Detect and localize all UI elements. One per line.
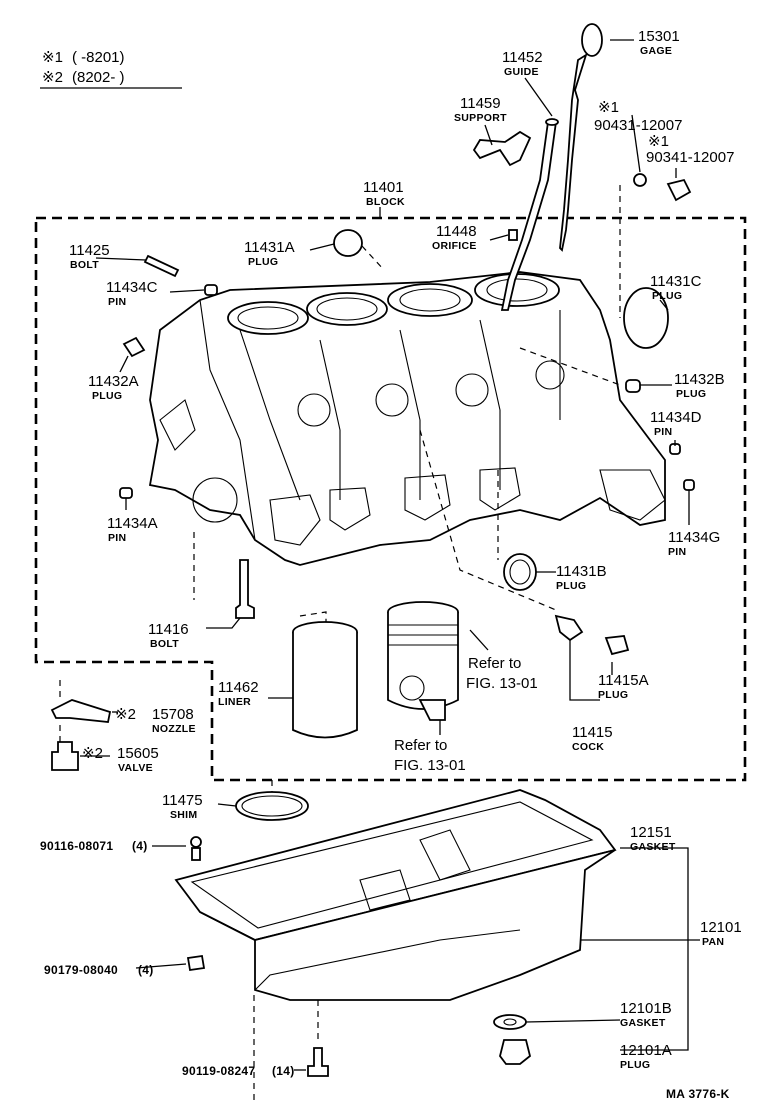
legend: ※1 ( -8201) ※2 (8202- ): [40, 49, 182, 89]
label-number: 11415: [572, 724, 613, 741]
label-name: SUPPORT: [454, 112, 507, 124]
label-number: 11434A: [107, 515, 158, 532]
label-number: 90431-12007: [594, 117, 682, 134]
label-name: PLUG: [676, 388, 706, 400]
label-number: 11432A: [88, 373, 139, 390]
label-number: 11431B: [556, 563, 607, 580]
label-number: 11462: [218, 679, 259, 696]
label-number: 11416: [148, 621, 189, 638]
label-name: PAN: [702, 936, 724, 948]
label-number: 11401: [363, 179, 404, 196]
label-name: GAGE: [640, 45, 672, 57]
label-number: 12101A: [620, 1042, 672, 1059]
label-name: BOLT: [150, 638, 179, 650]
label-name: COCK: [572, 741, 604, 753]
liner-and-piston: [292, 601, 459, 739]
label-number: 12151: [630, 824, 672, 841]
reference-text: Refer to: [394, 737, 447, 754]
gage-and-guide: [472, 23, 603, 311]
label-name: NOZZLE: [152, 723, 196, 735]
drawing-code: MA 3776-K: [666, 1087, 730, 1101]
legend-row1-range: ( -8201): [72, 49, 125, 66]
label-number: 11434G: [668, 529, 720, 546]
label-mark: ※2: [115, 706, 136, 723]
legend-row2-mark: ※2: [42, 69, 63, 86]
label-number: 15605: [117, 745, 159, 762]
label-name: PIN: [654, 426, 672, 438]
label-number: 90341-12007: [646, 149, 734, 166]
label-number: 11452: [502, 49, 543, 66]
label-number: 90179-08040: [44, 963, 118, 977]
label-name: PLUG: [248, 256, 278, 268]
label-name: ORIFICE: [432, 240, 477, 252]
label-name: GUIDE: [504, 66, 539, 78]
nozzle-valve: [50, 699, 112, 771]
label-number: 12101B: [620, 1000, 672, 1017]
label-name: BLOCK: [366, 196, 405, 208]
label-name: SHIM: [170, 809, 197, 821]
label-mark: ※1: [598, 99, 619, 116]
label-mark: ※1: [648, 133, 669, 150]
oil-pan: [174, 789, 617, 1077]
label-number: 11434D: [650, 409, 702, 426]
legend-row1-mark: ※1: [42, 49, 63, 66]
label-name: PIN: [108, 532, 126, 544]
label-name: PLUG: [556, 580, 586, 592]
label-number: 12101: [700, 919, 742, 936]
label-number: 11475: [162, 792, 203, 809]
label-number: 11459: [460, 95, 501, 112]
reference-text: FIG. 13-01: [394, 757, 466, 774]
label-name: BOLT: [70, 259, 99, 271]
small-parts: [119, 173, 695, 656]
label-number: 11434C: [106, 279, 158, 296]
part-labels: 15301 GAGE 11452 GUIDE 11459 SUPPORT ※1 …: [40, 28, 742, 1101]
label-number: 11431C: [650, 273, 702, 290]
label-name: PLUG: [620, 1059, 650, 1071]
label-number: 90119-08247: [182, 1064, 255, 1078]
label-name: LINER: [218, 696, 251, 708]
label-qty: (14): [272, 1064, 295, 1078]
shim: [235, 791, 309, 821]
label-name: GASKET: [620, 1017, 666, 1029]
label-number: 11448: [436, 223, 477, 240]
label-number: 11432B: [674, 371, 725, 388]
block-boundary: [34, 207, 747, 782]
reference-text: FIG. 13-01: [466, 675, 538, 692]
label-name: PIN: [668, 546, 686, 558]
label-number: 90116-08071: [40, 839, 113, 853]
leader-lines: [59, 39, 700, 1100]
label-number: 11415A: [598, 672, 649, 689]
label-name: PLUG: [92, 390, 122, 402]
label-name: PIN: [108, 296, 126, 308]
label-number: 11425: [69, 242, 110, 259]
reference-text: Refer to: [468, 655, 521, 672]
cylinder-block: [148, 271, 666, 566]
label-name: VALVE: [118, 762, 153, 774]
label-mark: ※2: [82, 745, 103, 762]
label-qty: (4): [138, 963, 154, 977]
legend-row2-range: (8202- ): [72, 69, 125, 86]
label-name: PLUG: [598, 689, 628, 701]
label-number: 11431A: [244, 239, 295, 256]
label-name: PLUG: [652, 290, 682, 302]
label-qty: (4): [132, 839, 148, 853]
label-number: 15708: [152, 706, 194, 723]
label-name: GASKET: [630, 841, 676, 853]
label-number: 15301: [638, 28, 680, 45]
